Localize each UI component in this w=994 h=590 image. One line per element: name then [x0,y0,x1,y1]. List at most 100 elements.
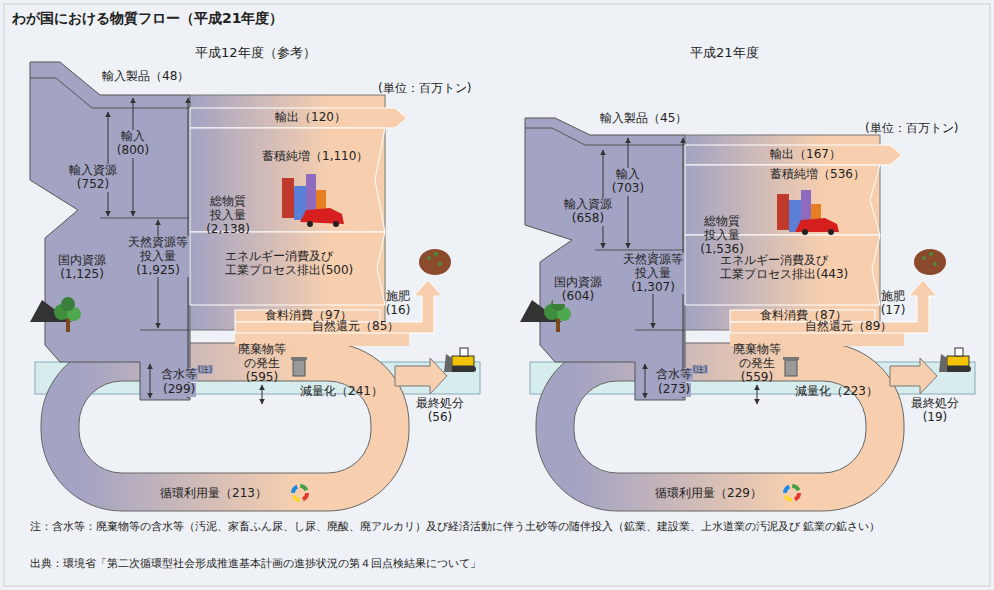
bulldozer-icon [450,366,476,372]
energy-band [190,232,385,305]
footnote-text: 出典：環境省「第二次循環型社会形成推進基本計画の進捗状況の第４回点検結果について… [30,558,481,571]
flow-label: エネルギー消費及び 工業プロセス排出(443) [720,254,852,282]
figure-title: わが国における物質フロー（平成21年度） [12,10,283,26]
bulldozer-icon [444,348,476,372]
resource-icon [556,318,560,332]
flow-label: 含水等 [655,368,693,382]
divider-line [100,218,190,219]
flow-label: 施肥 (17) [881,290,906,318]
compost-icon [929,252,933,256]
flow-label: 循環利用量（213） [160,487,267,501]
flow-panel-h12 [30,62,480,511]
flow-label: (299) [162,383,196,397]
circulation-loop [555,362,885,492]
panel-heading: 平成12年度（参考） [195,46,316,61]
bulldozer-icon [939,348,971,372]
final-disposal-arrow [890,358,937,394]
city-icon [802,229,808,235]
compost-icon [922,256,926,260]
flow-label: 総物質 投入量 (2,138) [206,195,250,236]
flow-panel-h21 [520,118,975,511]
divider-line [595,250,685,251]
recycle-icon [785,486,799,500]
flow-label: エネルギー消費及び 工業プロセス排出(500) [225,250,357,278]
recycle-icon [785,486,799,500]
trash-can-icon [783,357,799,360]
flow-label: 輸入製品（48） [102,70,189,84]
flow-label: 自然還元（85） [312,320,399,334]
flow-label: 輸入資源 (658) [563,198,613,226]
compost-icon [427,256,431,260]
measure-arrow [757,385,758,404]
city-icon [828,229,834,235]
flow-label: 廃棄物等 の発生 (595) [238,343,286,384]
recycle-icon [293,486,307,500]
resource-icon [61,297,75,311]
city-icon [777,194,789,230]
compost-icon [914,249,946,275]
bulldozer-icon [460,348,468,356]
flow-label: 輸出（167） [770,148,841,162]
flow-label: (単位：百万トン) [378,82,471,96]
recycle-icon [293,486,307,500]
bulldozer-icon [955,348,963,356]
export-arrow [190,108,407,128]
loop-outline [41,343,409,511]
flow-label: 廃棄物等 の発生 (559) [733,343,781,384]
city-icon [282,174,344,227]
flow-label: (注) [692,365,708,374]
bulldozer-icon [452,356,474,366]
measure-arrow [262,385,263,404]
divider-line [635,330,685,331]
measure-arrow [645,364,646,398]
trash-can-icon [783,357,799,376]
compost-icon [419,249,451,275]
flow-label: 輸出（120） [275,111,346,125]
flow-label: 輸入 (703) [611,168,645,196]
flow-label: 減量化（241） [300,385,383,399]
trash-can-icon [293,360,305,376]
recycle-icon [785,486,799,500]
flow-label: 国内資源 (604) [553,276,603,304]
import-product-line [525,128,685,145]
final-disposal-arrow [395,358,447,394]
city-icon [307,221,313,227]
trash-can-icon [291,357,307,376]
bulldozer-icon [939,354,947,372]
flow-label: 循環利用量（229） [655,487,762,501]
flow-label: 最終処分 (56) [416,397,464,425]
flow-label: 含水等 [160,368,198,382]
city-icon [282,178,294,218]
compost-icon [438,262,442,266]
input-band [30,62,190,400]
compost-icon [914,249,946,275]
recycle-icon [785,486,799,500]
natural-return-arrow [730,280,937,333]
city-icon [333,221,339,227]
bulldozer-icon [444,354,452,372]
recycle-icon [293,486,307,500]
input-band [525,118,685,400]
figure-frame [4,4,990,586]
flow-label: 施肥 (16) [386,290,411,318]
flow-label: 天然資源等 投入量 (1,925) [127,236,189,277]
loop-outline [536,343,904,511]
flow-label: 自然還元（89） [805,320,892,334]
flow-label: 国内資源 (1,125) [57,254,107,282]
compost-icon [419,249,451,275]
resource-icon [66,318,70,332]
measure-arrow [150,364,151,398]
bulldozer-icon [947,356,969,366]
recycle-icon [293,486,307,500]
flow-label: 蓄積純増（536） [770,168,865,182]
flow-label: 減量化（223） [795,385,878,399]
recycle-icon [293,486,307,500]
natural-return-arrow [235,280,442,333]
panel-heading: 平成21年度 [690,46,759,61]
flow-label: 輸入 (800) [116,130,150,158]
footnote-text: 注：含水等：廃棄物等の含水等（汚泥、家畜ふん尿、し尿、廃酸、廃アルカリ）及び経済… [30,520,965,535]
city-icon [777,190,839,235]
flow-label: (注) [197,365,213,374]
